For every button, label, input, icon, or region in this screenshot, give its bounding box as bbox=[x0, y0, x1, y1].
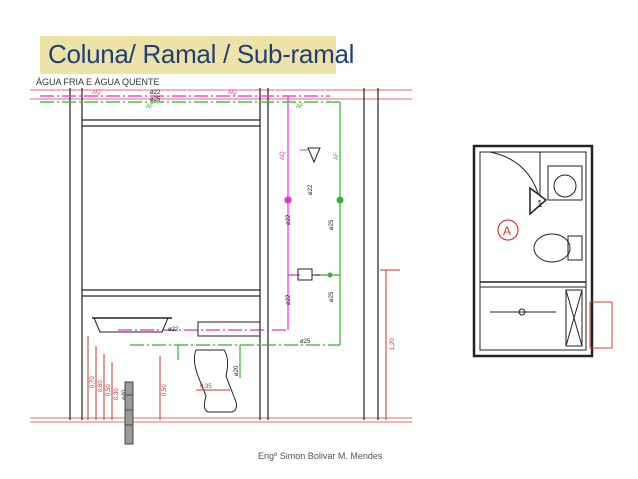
view-marker-label: 1 bbox=[537, 199, 543, 210]
slide-title-box: Coluna/ Ramal / Sub-ramal bbox=[40, 36, 354, 74]
pipe-label-d22-v3: ø22 bbox=[286, 294, 292, 305]
dim-070: 0,70 bbox=[90, 376, 96, 388]
dimension-labels: 0,70 0,60 0,50 0,50 0,30 0,35 1,20 bbox=[90, 338, 396, 400]
reference-lines bbox=[30, 89, 412, 423]
fixtures bbox=[92, 147, 344, 445]
cold-water-pipes bbox=[40, 101, 341, 378]
toilet-bowl-icon bbox=[193, 349, 237, 413]
dim-050b: 0,50 bbox=[162, 384, 168, 396]
pipe-label-af-2: AF bbox=[296, 104, 304, 110]
pipe-label-d20-vert: ø20 bbox=[234, 365, 240, 376]
pipe-labels: ø22 ø25 AQ AQ AF AF AQ AF ø22 ø22 ø22 ø2… bbox=[92, 90, 340, 400]
dim-030: 0,30 bbox=[114, 388, 120, 400]
pipe-label-d25-v2: ø25 bbox=[329, 291, 335, 302]
floor-plan: 1 A bbox=[472, 144, 613, 358]
hot-valve-icon bbox=[284, 196, 292, 204]
drain-pipe-icon bbox=[124, 381, 134, 445]
pipe-label-d25-top: ø25 bbox=[150, 97, 161, 103]
cold-valve-icon bbox=[336, 196, 344, 204]
pipe-label-d25-v1: ø25 bbox=[329, 219, 335, 230]
plan-toilet-icon bbox=[533, 233, 571, 263]
pipe-label-d22-v1: ø22 bbox=[308, 184, 314, 195]
pipe-label-af-vert: AF bbox=[334, 152, 340, 160]
pipe-label-aq-1: AQ bbox=[92, 90, 101, 96]
dim-050a: 0,50 bbox=[106, 384, 112, 396]
mixer-valve-icon bbox=[297, 268, 313, 281]
shower-head-icon bbox=[307, 147, 321, 164]
room-marker-icon bbox=[497, 219, 519, 241]
room-marker-label: A bbox=[503, 224, 511, 238]
author-credit: Engº Simon Bolivar M. Mendes bbox=[258, 451, 383, 461]
pipe-label-aq-vert: AQ bbox=[280, 151, 286, 160]
pipe-label-aq-2: AQ bbox=[228, 90, 237, 96]
dim-035: 0,35 bbox=[200, 384, 212, 390]
pipe-label-d22-top: ø22 bbox=[150, 90, 161, 96]
pipe-label-d22-sink: ø22 bbox=[168, 327, 179, 333]
slide-title: Coluna/ Ramal / Sub-ramal bbox=[48, 39, 355, 69]
pipe-label-d22-v2: ø22 bbox=[286, 214, 292, 225]
slide-subtitle: ÁGUA FRIA E ÁGUA QUENTE bbox=[36, 77, 160, 87]
pipe-label-d25-floor: ø25 bbox=[300, 339, 311, 345]
dimension-lines bbox=[87, 269, 400, 420]
pipe-label-af-1: AF bbox=[146, 104, 154, 110]
walls bbox=[69, 88, 379, 420]
plan-drain-icon bbox=[518, 308, 526, 316]
view-marker-icon bbox=[529, 186, 548, 216]
toilet-tank-icon bbox=[197, 321, 261, 337]
dim-060: 0,60 bbox=[98, 380, 104, 392]
dim-120: 1,20 bbox=[390, 338, 396, 350]
